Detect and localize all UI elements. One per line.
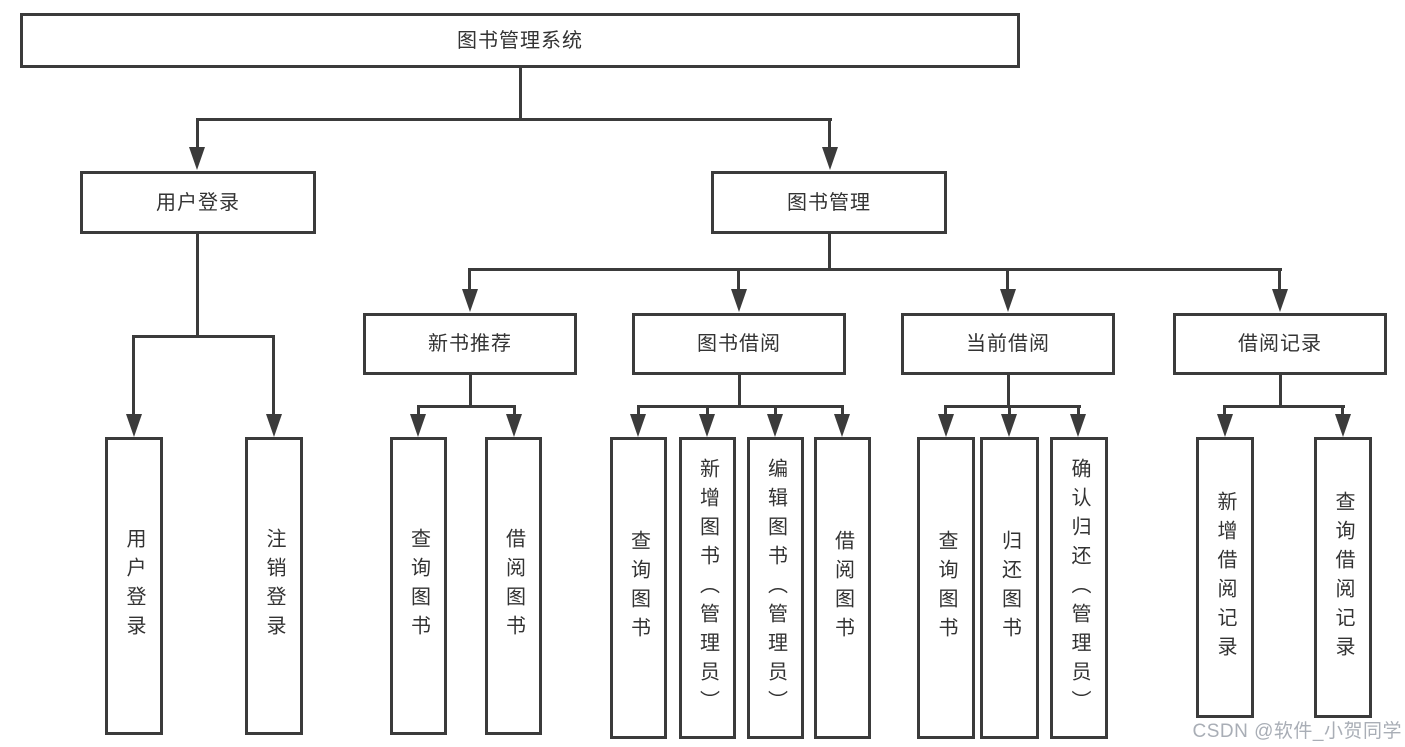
connector-mgmt-stem (828, 234, 831, 271)
connector-leaf-stem (1077, 405, 1080, 418)
csdn-watermark: CSDN @软件_小贺同学 (1192, 721, 1402, 742)
connector-leaf-stem (417, 405, 420, 418)
connector-leaf-stem (841, 405, 844, 418)
arrow-down-icon (506, 414, 522, 437)
connector-root-hline (196, 118, 832, 121)
leaf-borrow-books: 借阅图书 (814, 437, 871, 739)
arrow-down-icon (410, 414, 426, 437)
connector-records-stem (1279, 375, 1282, 408)
arrow-down-icon (266, 414, 282, 437)
connector-current-stem (1007, 375, 1010, 408)
arrow-down-icon (126, 414, 142, 437)
arrow-down-icon (822, 147, 838, 170)
connector-borrow-stem (738, 375, 741, 408)
connector-leaf-stem (513, 405, 516, 418)
connector-l3-stem (1278, 268, 1281, 291)
arrow-down-icon (1070, 414, 1086, 437)
connector-recommend-stem (469, 375, 472, 408)
node-book-management: 图书管理 (711, 171, 947, 234)
connector-leaf-stem (944, 405, 947, 418)
connector-recommend-hline (417, 405, 516, 408)
node-current-borrowing: 当前借阅 (901, 313, 1115, 375)
connector-leaf-stem (1223, 405, 1226, 418)
node-user-login: 用户登录 (80, 171, 316, 234)
connector-leaf-stem (637, 405, 640, 418)
arrow-down-icon (462, 289, 478, 312)
arrow-down-icon (630, 414, 646, 437)
arrow-down-icon (834, 414, 850, 437)
arrow-down-icon (699, 414, 715, 437)
leaf-add-books-admin: 新增图书（管理员） (679, 437, 736, 739)
leaf-query-borrow-record: 查询借阅记录 (1314, 437, 1372, 718)
arrow-down-icon (189, 147, 205, 170)
connector-current-hline (944, 405, 1081, 408)
connector-leaf-stem (1341, 405, 1344, 418)
connector-leaf-stem (774, 405, 777, 418)
connector-l3-stem (468, 268, 471, 291)
leaf-query-books-borrow: 查询图书 (610, 437, 667, 739)
arrow-down-icon (1001, 414, 1017, 437)
connector-leaf-stem (272, 335, 275, 415)
leaf-borrow-books-recommend: 借阅图书 (485, 437, 542, 735)
leaf-user-login: 用户登录 (105, 437, 163, 735)
leaf-add-borrow-record: 新增借阅记录 (1196, 437, 1254, 718)
leaf-confirm-return-admin: 确认归还（管理员） (1050, 437, 1108, 739)
arrow-down-icon (767, 414, 783, 437)
connector-root-stem (519, 68, 522, 121)
arrow-down-icon (1217, 414, 1233, 437)
arrow-down-icon (938, 414, 954, 437)
connector-borrow-hline (637, 405, 843, 408)
leaf-query-books-current: 查询图书 (917, 437, 975, 739)
node-book-management-system: 图书管理系统 (20, 13, 1020, 68)
arrow-down-icon (1272, 289, 1288, 312)
connector-user-subtree-stem (196, 234, 199, 335)
connector-l3-stem (737, 268, 740, 291)
node-borrowing-records: 借阅记录 (1173, 313, 1387, 375)
connector-user-login-stem (196, 118, 199, 150)
connector-leaf-stem (1008, 405, 1011, 418)
connector-l3-stem (1006, 268, 1009, 291)
connector-leaf-stem (132, 335, 135, 415)
arrow-down-icon (1000, 289, 1016, 312)
connector-mgmt-hline (468, 268, 1282, 271)
leaf-logout: 注销登录 (245, 437, 303, 735)
connector-user-subtree-hline (132, 335, 275, 338)
connector-book-mgmt-stem (828, 118, 831, 150)
node-new-book-recommend: 新书推荐 (363, 313, 577, 375)
connector-records-hline (1223, 405, 1345, 408)
arrow-down-icon (731, 289, 747, 312)
arrow-down-icon (1335, 414, 1351, 437)
node-book-borrowing: 图书借阅 (632, 313, 846, 375)
leaf-return-books: 归还图书 (980, 437, 1039, 739)
leaf-query-books-recommend: 查询图书 (390, 437, 447, 735)
connector-leaf-stem (706, 405, 709, 418)
leaf-edit-books-admin: 编辑图书（管理员） (747, 437, 804, 739)
